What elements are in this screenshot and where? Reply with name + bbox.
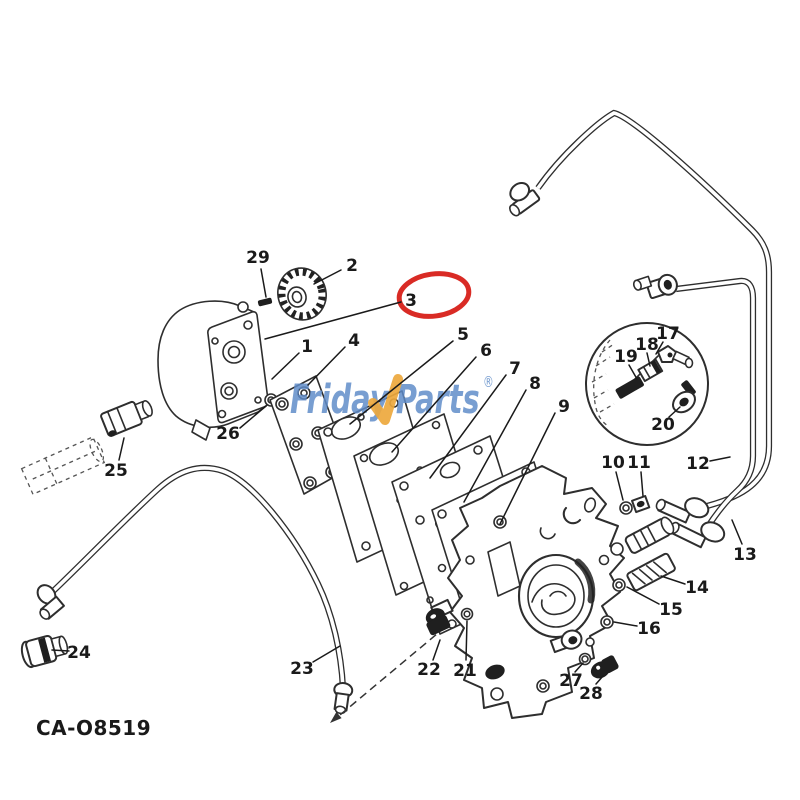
leader-line-15 (626, 586, 660, 605)
leader-line-26 (239, 405, 267, 429)
part-number-25: 25 (104, 461, 128, 481)
leader-line-9 (499, 412, 556, 525)
o-ring-15b (612, 578, 626, 592)
fitting-25 (100, 400, 153, 437)
part-number-21: 21 (453, 661, 477, 681)
part-number-5: 5 (457, 325, 469, 345)
part-number-19: 19 (614, 347, 638, 367)
part-number-11: 11 (627, 453, 651, 473)
part-number-28: 28 (579, 684, 603, 704)
leader-line-28 (595, 675, 604, 685)
leader-line-2 (313, 269, 342, 285)
part-number-1: 1 (301, 337, 313, 357)
valve-body (447, 465, 625, 719)
part-number-14: 14 (685, 578, 709, 598)
detail-banjo-20 (672, 380, 696, 414)
part-number-9: 9 (558, 397, 570, 417)
leader-line-20 (668, 406, 681, 418)
o-ring-10 (619, 501, 633, 515)
leader-line-23 (312, 645, 341, 663)
leader-line-1 (271, 352, 300, 380)
detail-circle (585, 322, 709, 446)
part-number-23: 23 (290, 659, 314, 679)
part-number-4: 4 (348, 331, 360, 351)
leader-line-7 (429, 374, 507, 479)
spool-plug-14 (624, 516, 675, 554)
leader-line-18 (646, 352, 651, 367)
leader-line-27 (574, 662, 584, 673)
detail-coupling-18 (637, 358, 664, 383)
part-number-6: 6 (480, 341, 492, 361)
part-number-8: 8 (529, 374, 541, 394)
leader-line-5 (349, 340, 454, 425)
ghost-housing-dashes (591, 339, 615, 427)
fitting-24 (20, 635, 69, 669)
part-number-22: 22 (417, 660, 441, 680)
hydraulic-pipe-left (45, 464, 347, 689)
part-number-7: 7 (509, 359, 521, 379)
elbow-fitting-22 (425, 598, 454, 636)
leader-line-25 (118, 437, 125, 461)
part-number-18: 18 (635, 335, 659, 355)
pipe-fitting-upper-end (509, 182, 541, 217)
part-number-17: 17 (656, 324, 680, 344)
pump-housing (157, 300, 269, 441)
leader-line-11 (640, 471, 644, 497)
hydraulic-pipe-right (675, 277, 757, 530)
leader-line-6 (391, 356, 477, 453)
part-number-3: 3 (405, 291, 417, 311)
part-number-16: 16 (637, 619, 661, 639)
part-number-2: 2 (346, 256, 358, 276)
part-number-24: 24 (67, 643, 91, 663)
leader-line-4 (307, 346, 346, 386)
nut-11 (631, 495, 651, 514)
leader-line-22 (432, 639, 441, 661)
detail-elbow-17 (657, 345, 694, 369)
leader-line-21 (465, 620, 468, 661)
leader-line-24 (51, 649, 70, 652)
leader-line-8 (463, 389, 527, 503)
diagram-code: CA-O8519 (36, 716, 151, 740)
threaded-plug (626, 552, 676, 592)
leader-line-17 (655, 341, 664, 355)
part-number-12: 12 (686, 454, 710, 474)
leader-line-16 (613, 621, 638, 627)
watermark-registered-mark: ® (483, 374, 494, 391)
hydraulic-pipe-upper (535, 109, 773, 512)
leader-line-3 (264, 301, 402, 340)
part-number-27: 27 (559, 671, 583, 691)
o-ring-27 (578, 652, 592, 666)
part-number-20: 20 (651, 415, 675, 435)
leader-line-19 (628, 364, 638, 380)
highlight-ellipse (396, 271, 472, 319)
watermark: Friday Parts ® (290, 374, 494, 425)
detail-cylinder-19 (615, 376, 644, 399)
pipe-fitting-elbow-right (632, 273, 678, 300)
leader-line-10 (615, 471, 624, 501)
dashed-locator-line (330, 617, 457, 723)
drive-gear (277, 267, 327, 321)
part-number-29: 29 (246, 248, 270, 268)
leader-line-14 (660, 575, 686, 585)
o-ring-15a (610, 542, 624, 556)
leader-line-13 (731, 519, 743, 545)
part-number-10: 10 (601, 453, 625, 473)
leader-line-29 (260, 268, 267, 298)
watermark-check-icon (368, 374, 403, 425)
part-number-15: 15 (659, 600, 683, 620)
key-pin (257, 297, 273, 307)
o-ring-21 (460, 607, 474, 621)
pipe-left-end-fittings (36, 584, 354, 715)
leader-line-12 (709, 456, 731, 462)
pipe-union-nut-a (655, 497, 710, 524)
ghost-shaft (20, 436, 106, 496)
plug-28 (590, 655, 619, 679)
part-number-26: 26 (216, 424, 240, 444)
part-number-13: 13 (733, 545, 757, 565)
